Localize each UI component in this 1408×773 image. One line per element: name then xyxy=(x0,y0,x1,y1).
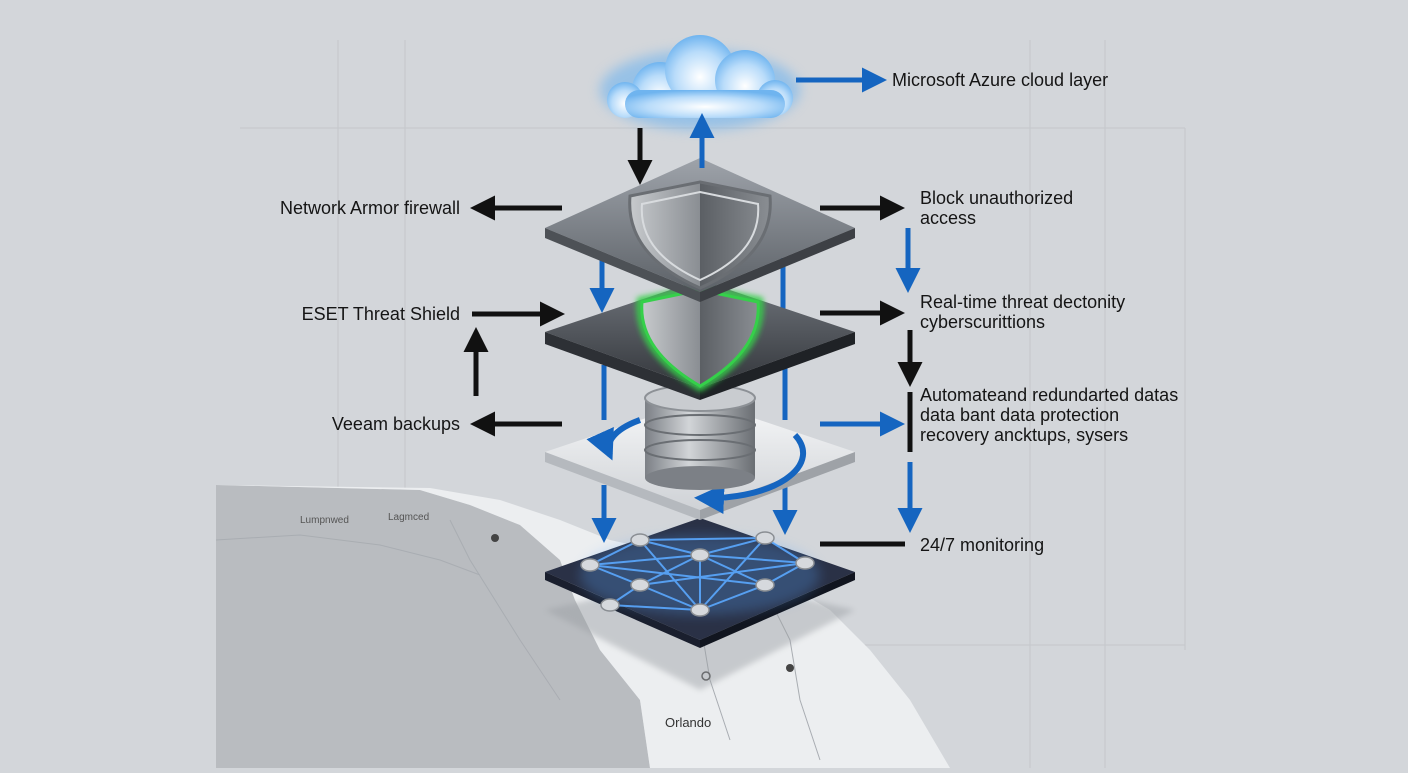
internal-connectors xyxy=(589,258,798,543)
firewall-description-line-1: Block unauthorized xyxy=(920,188,1074,208)
firewall-label: Network Armor firewall xyxy=(279,198,460,218)
map-pin-icon xyxy=(491,534,499,542)
cloud-icon xyxy=(600,35,800,130)
veeam-label: Veeam backups xyxy=(331,414,460,434)
veeam-layer xyxy=(545,384,855,520)
veeam-description-line-1: Automateand redundarted datas xyxy=(920,385,1179,405)
firewall-description: Block unauthorized access xyxy=(920,188,1073,228)
monitoring-label: 24/7 monitoring xyxy=(920,535,1045,555)
map-town-label: Lagmced xyxy=(388,512,430,523)
monitoring-layer xyxy=(545,518,855,648)
firewall-layer xyxy=(545,158,855,302)
map-city-label: Orlando xyxy=(665,715,712,730)
database-icon xyxy=(644,384,756,490)
shield-icon xyxy=(628,180,772,290)
left-arrows xyxy=(463,195,565,437)
map-town-label: Lumpnwed xyxy=(300,515,349,526)
eset-layer xyxy=(545,280,855,400)
eset-description-line-1: Real-time threat dectonity xyxy=(920,292,1126,312)
firewall-description-line-2: access xyxy=(920,208,977,228)
veeam-description: Automateand redundarted datas data bant … xyxy=(920,385,1178,445)
map-pin-icon xyxy=(786,664,794,672)
azure-label: Microsoft Azure cloud layer xyxy=(892,70,1109,90)
eset-description: Real-time threat dectonity cyberscuritti… xyxy=(920,292,1125,332)
network-mesh-icon xyxy=(580,531,820,617)
veeam-description-line-3: recovery ancktups, sysers xyxy=(920,425,1129,445)
eset-label: ESET Threat Shield xyxy=(301,304,460,324)
eset-description-line-2: cyberscurittions xyxy=(920,312,1046,332)
right-arrows xyxy=(796,67,923,547)
green-shield-icon xyxy=(636,284,764,392)
veeam-description-line-2: data bant data protection xyxy=(920,405,1120,425)
